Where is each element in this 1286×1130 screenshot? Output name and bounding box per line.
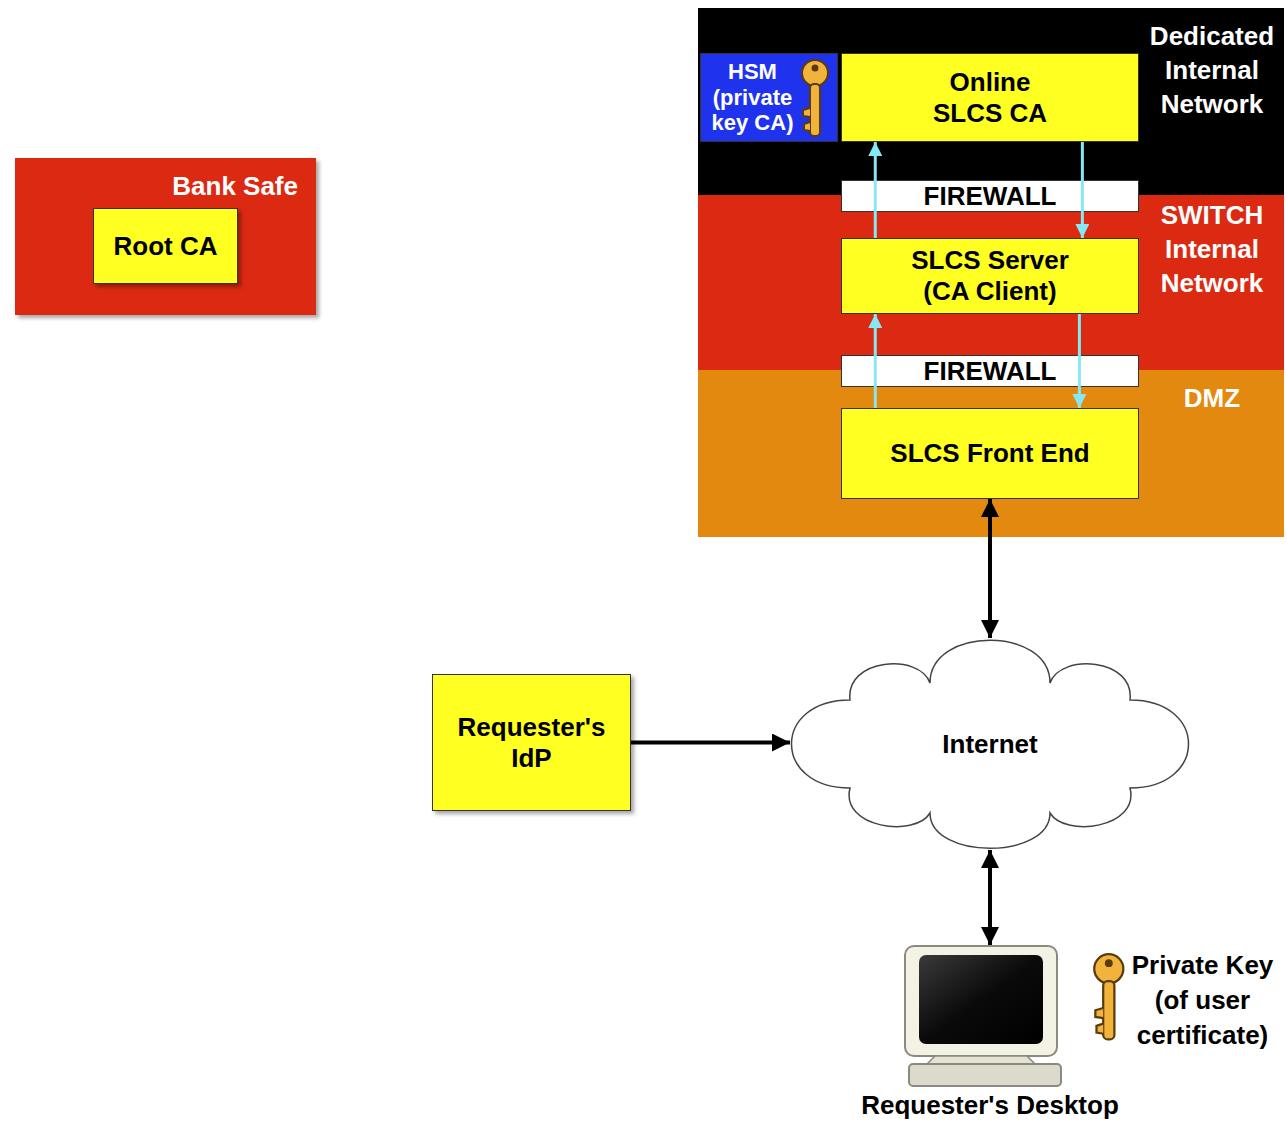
key-caption: Private Key (of user certificate) — [1125, 948, 1280, 1053]
region-label: DMZ — [1142, 382, 1282, 416]
node-label: Root CA — [114, 231, 218, 262]
desktop-node: Requester's Desktop — [850, 945, 1130, 1123]
node-label: FIREWALL — [924, 183, 1057, 209]
root-ca-box: Root CA — [93, 208, 238, 284]
connector-arrow — [988, 850, 992, 945]
region-label: Dedicated Internal Network — [1142, 20, 1282, 121]
computer-base — [909, 1064, 1061, 1086]
desktop-computer-icon — [905, 946, 1061, 1086]
idp-box: Requester's IdP — [432, 674, 631, 811]
monitor-screen — [919, 955, 1043, 1044]
monitor-stand — [925, 1056, 1037, 1066]
node-label: SLCS Server (CA Client) — [905, 245, 1075, 306]
region-label: Bank Safe — [172, 170, 298, 204]
dmz-band: DMZ SLCS Front End — [698, 370, 1284, 537]
firewall-bar: FIREWALL — [841, 355, 1139, 387]
bank-safe-region: Bank SafeRoot CA — [15, 158, 316, 315]
monitor-housing — [905, 946, 1057, 1056]
node-label: Internet — [942, 729, 1037, 760]
node-label: Requester's IdP — [447, 712, 617, 773]
connector-arrow — [631, 741, 790, 745]
node-label: SLCS Front End — [890, 438, 1089, 469]
private-key-icon — [1094, 954, 1123, 1039]
switch-network-band: SWITCH Internal Network SLCS Server (CA C… — [698, 195, 1284, 370]
node-label: FIREWALL — [924, 358, 1057, 384]
node-label: HSM (private key CA) — [708, 59, 798, 137]
firewall-bar: FIREWALL — [841, 180, 1139, 212]
front-end-box: SLCS Front End — [841, 408, 1139, 499]
ca-box: Online SLCS CA — [841, 53, 1139, 142]
node-label: Online SLCS CA — [925, 67, 1055, 128]
server-box: SLCS Server (CA Client) — [841, 238, 1139, 314]
hsm-box: HSM (private key CA) — [700, 53, 838, 143]
region-label: SWITCH Internal Network — [1142, 199, 1282, 300]
node-label: Requester's Desktop — [861, 1090, 1119, 1121]
label-holder: Private Key (of user certificate) — [1125, 948, 1280, 1053]
internet-cloud: Internet — [790, 638, 1190, 850]
cloud-shape — [792, 640, 1189, 848]
dedicated-network-band: Dedicated Internal Network HSM (private k… — [698, 8, 1284, 195]
